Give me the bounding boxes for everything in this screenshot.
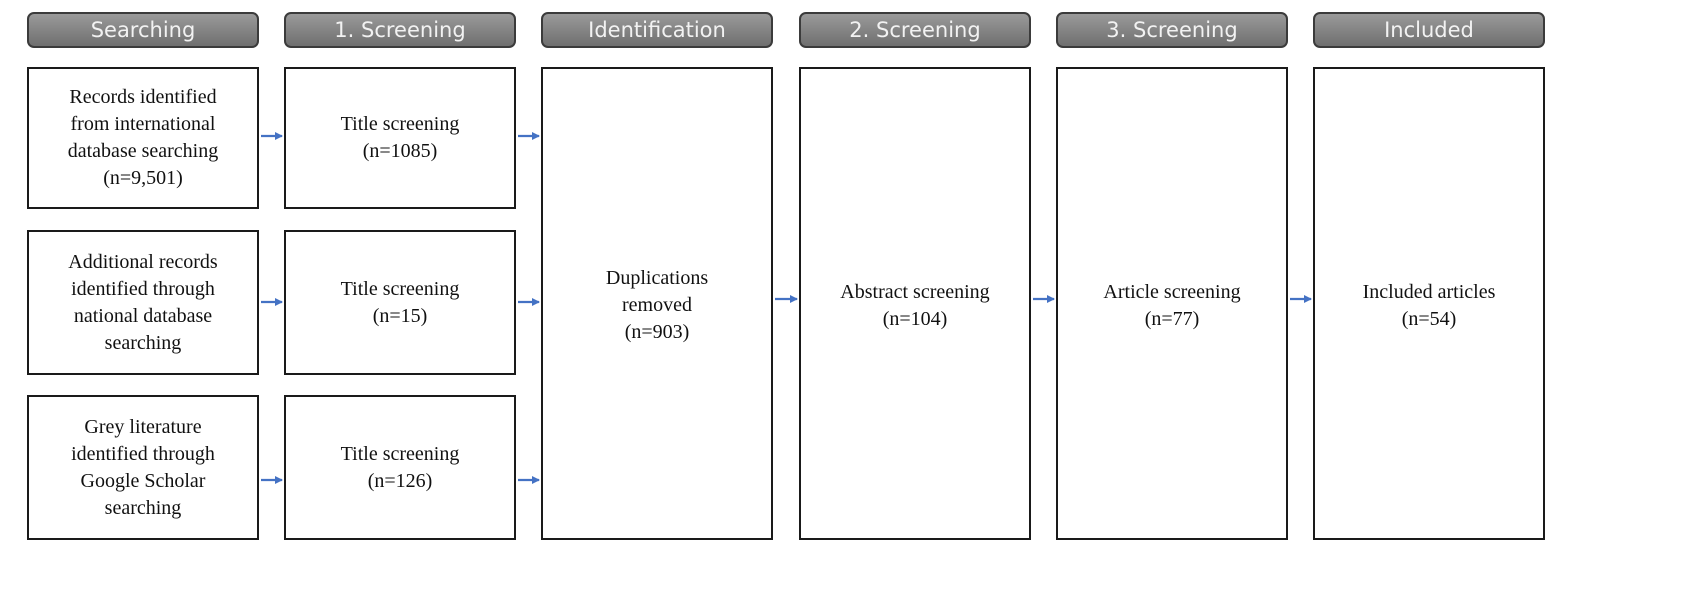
included-articles-box: Included articles (n=54): [1313, 67, 1545, 540]
abstract-screening-text: Abstract screening (n=104): [840, 281, 990, 330]
title-screening-box-3: Title screening (n=126): [284, 395, 516, 540]
source-grey-literature-text: Grey literature identified through Googl…: [71, 415, 215, 519]
source-international-box: Records identified from international da…: [27, 67, 259, 209]
title-screening-box-1: Title screening (n=1085): [284, 67, 516, 209]
identification-text: Duplications removed (n=903): [605, 267, 709, 343]
header-screening-2: 2. Screening: [799, 12, 1031, 48]
title-screening-box-2: Title screening (n=15): [284, 230, 516, 375]
source-national-box: Additional records identified through na…: [27, 230, 259, 375]
header-included: Included: [1313, 12, 1545, 48]
source-grey-literature-box: Grey literature identified through Googl…: [27, 395, 259, 540]
source-international-text: Records identified from international da…: [67, 86, 219, 189]
included-articles-text: Included articles (n=54): [1362, 281, 1496, 330]
header-screening-3: 3. Screening: [1056, 12, 1288, 48]
header-identification: Identification: [541, 12, 773, 48]
source-national-text: Additional records identified through na…: [68, 250, 218, 354]
title-screening-text-2: Title screening (n=15): [340, 277, 460, 327]
article-screening-box: Article screening (n=77): [1056, 67, 1288, 540]
header-screening-1: 1. Screening: [284, 12, 516, 48]
header-searching: Searching: [27, 12, 259, 48]
article-screening-text: Article screening (n=77): [1103, 281, 1241, 330]
title-screening-text-1: Title screening (n=1085): [340, 113, 460, 162]
identification-box: Duplications removed (n=903): [541, 67, 773, 540]
abstract-screening-box: Abstract screening (n=104): [799, 67, 1031, 540]
title-screening-text-3: Title screening (n=126): [340, 442, 460, 492]
